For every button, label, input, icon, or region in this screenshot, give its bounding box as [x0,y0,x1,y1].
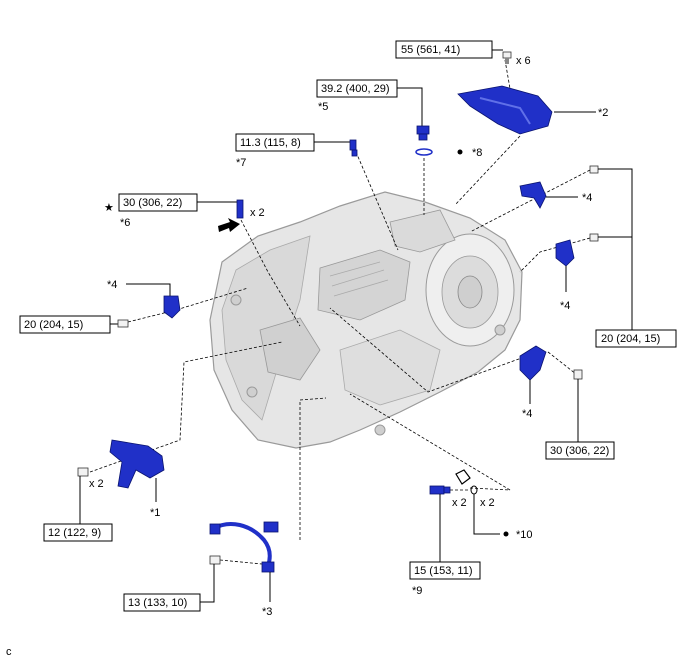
ref-label-4b: *4 [560,300,570,312]
torque-box-8 [43,523,113,542]
dot-marker-10 [503,531,509,537]
torque-box-7 [545,441,615,460]
torque-box-10 [123,593,201,612]
wire-harness-clamp-bracket-left [163,295,181,319]
bracket-bolt-middle [589,233,599,242]
ref-label-5: *5 [318,101,328,113]
star-symbol: ★ [104,202,114,214]
count-label-4: x 2 [452,497,467,509]
ref-label-4d: *4 [522,408,532,420]
cover-bolt [502,51,512,64]
bracket-bolt-left [117,319,129,328]
transaxle-bracket-1 [109,439,165,489]
count-label-5: x 2 [480,497,495,509]
torque-box-6 [595,329,677,348]
torque-value-9: 15 (153, 11) [414,565,473,577]
torque-value-5: 20 (204, 15) [24,319,83,331]
bracket-1-bolt [77,467,89,477]
union-bolt [429,485,451,495]
count-label-2: x 2 [250,207,265,219]
dot-marker-8 [457,149,463,155]
arrow-icon [218,218,240,232]
ref-label-10: *10 [516,529,533,541]
ref-label-3: *3 [262,606,272,618]
wire-harness-3 [209,521,279,573]
ref-label-4c: *4 [107,279,117,291]
torque-value-2: 39.2 (400, 29) [321,83,390,95]
count-label-3: x 2 [89,478,104,490]
drain-plug [416,125,430,141]
corner-letter: c [6,646,12,658]
torque-value-3: 11.3 (115, 8) [240,137,301,149]
o-ring [415,148,433,156]
bracket-bolt-lower [573,369,583,380]
direction-arrow-icon [455,469,471,485]
harness-bolt [209,555,221,565]
wire-harness-clamp-bracket-middle [555,239,575,267]
torque-value-10: 13 (133, 10) [128,597,187,609]
torque-value-1: 55 (561, 41) [401,44,460,56]
torque-box-9 [409,561,481,580]
torque-value-7: 30 (306, 22) [550,445,609,457]
torque-value-8: 12 (122, 9) [48,527,101,539]
torque-value-6: 20 (204, 15) [601,333,660,345]
ref-label-8: *8 [472,147,482,159]
ref-label-4a: *4 [582,192,592,204]
wire-harness-clamp-bracket-lower [519,345,547,381]
sensor-bolt [349,139,358,157]
ref-label-9: *9 [412,585,422,597]
torque-value-4: 30 (306, 22) [123,197,182,209]
transaxle-top-cover [457,85,553,135]
ref-label-2: *2 [598,107,608,119]
ref-label-6: *6 [120,217,130,229]
bracket-bolt-upper [589,165,599,174]
ref-label-1: *1 [150,507,160,519]
count-label-1: x 6 [516,55,531,67]
ref-label-7: *7 [236,157,246,169]
transaxle-housing [209,191,523,449]
gasket [470,485,478,495]
wire-harness-clamp-bracket-upper [519,181,547,209]
stud-bolt [236,199,244,219]
